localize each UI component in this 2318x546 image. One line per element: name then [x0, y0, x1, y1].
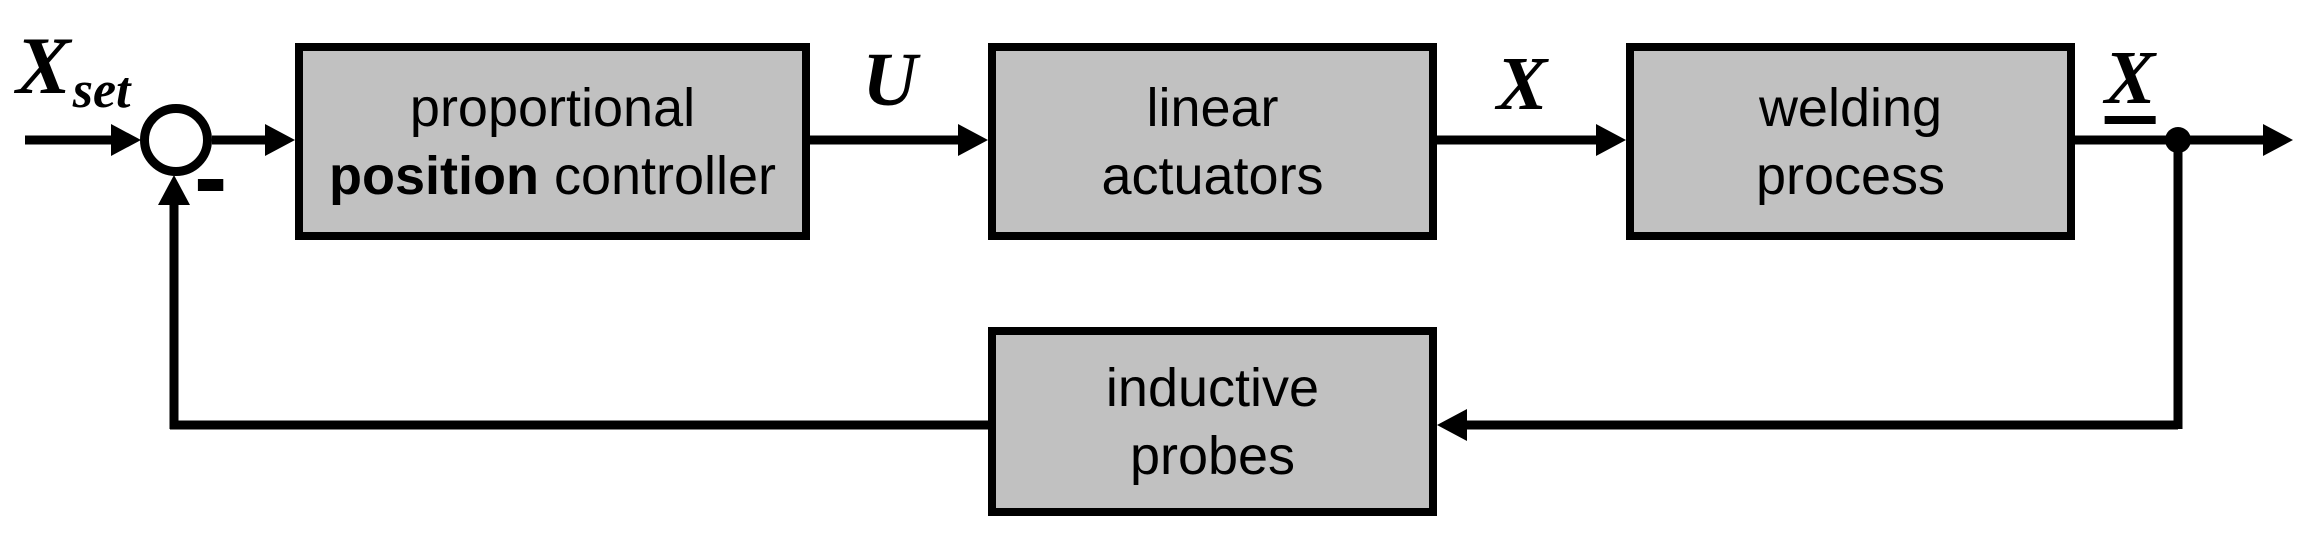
block-label-line: linear	[1146, 77, 1279, 138]
block-label-line: proportional	[409, 77, 696, 138]
block-inductive-probes: inductive probes	[988, 327, 1437, 516]
input-arrowhead-icon	[111, 124, 141, 156]
block-label-line: probes	[1129, 425, 1296, 486]
output-signal-label: X	[2104, 40, 2156, 124]
feedback-up-arrowhead-icon	[158, 175, 190, 205]
block-linear-actuators: linear actuators	[988, 43, 1437, 240]
minus-sign: -	[194, 121, 228, 233]
u-arrowhead-icon	[958, 124, 988, 156]
feedback-arrowhead-icon	[1437, 409, 1467, 441]
error-arrowhead-icon	[265, 124, 295, 156]
summing-junction-circle	[140, 104, 212, 176]
block-welding-process: welding process	[1626, 43, 2075, 240]
x-signal-label: X	[1496, 42, 1548, 126]
block-label-line: position controller	[328, 145, 777, 206]
block-label-line: inductive	[1105, 357, 1320, 418]
underlined-x: X	[2104, 40, 2156, 124]
x-arrowhead-icon	[1596, 124, 1626, 156]
block-label-line: process	[1755, 145, 1946, 206]
u-signal-label: U	[862, 38, 918, 122]
setpoint-label: Xset	[16, 20, 131, 119]
output-arrowhead-icon	[2263, 124, 2293, 156]
block-position-controller: proportional position controller	[295, 43, 810, 240]
block-label-line: welding	[1758, 77, 1943, 138]
block-label-line: actuators	[1101, 145, 1324, 206]
